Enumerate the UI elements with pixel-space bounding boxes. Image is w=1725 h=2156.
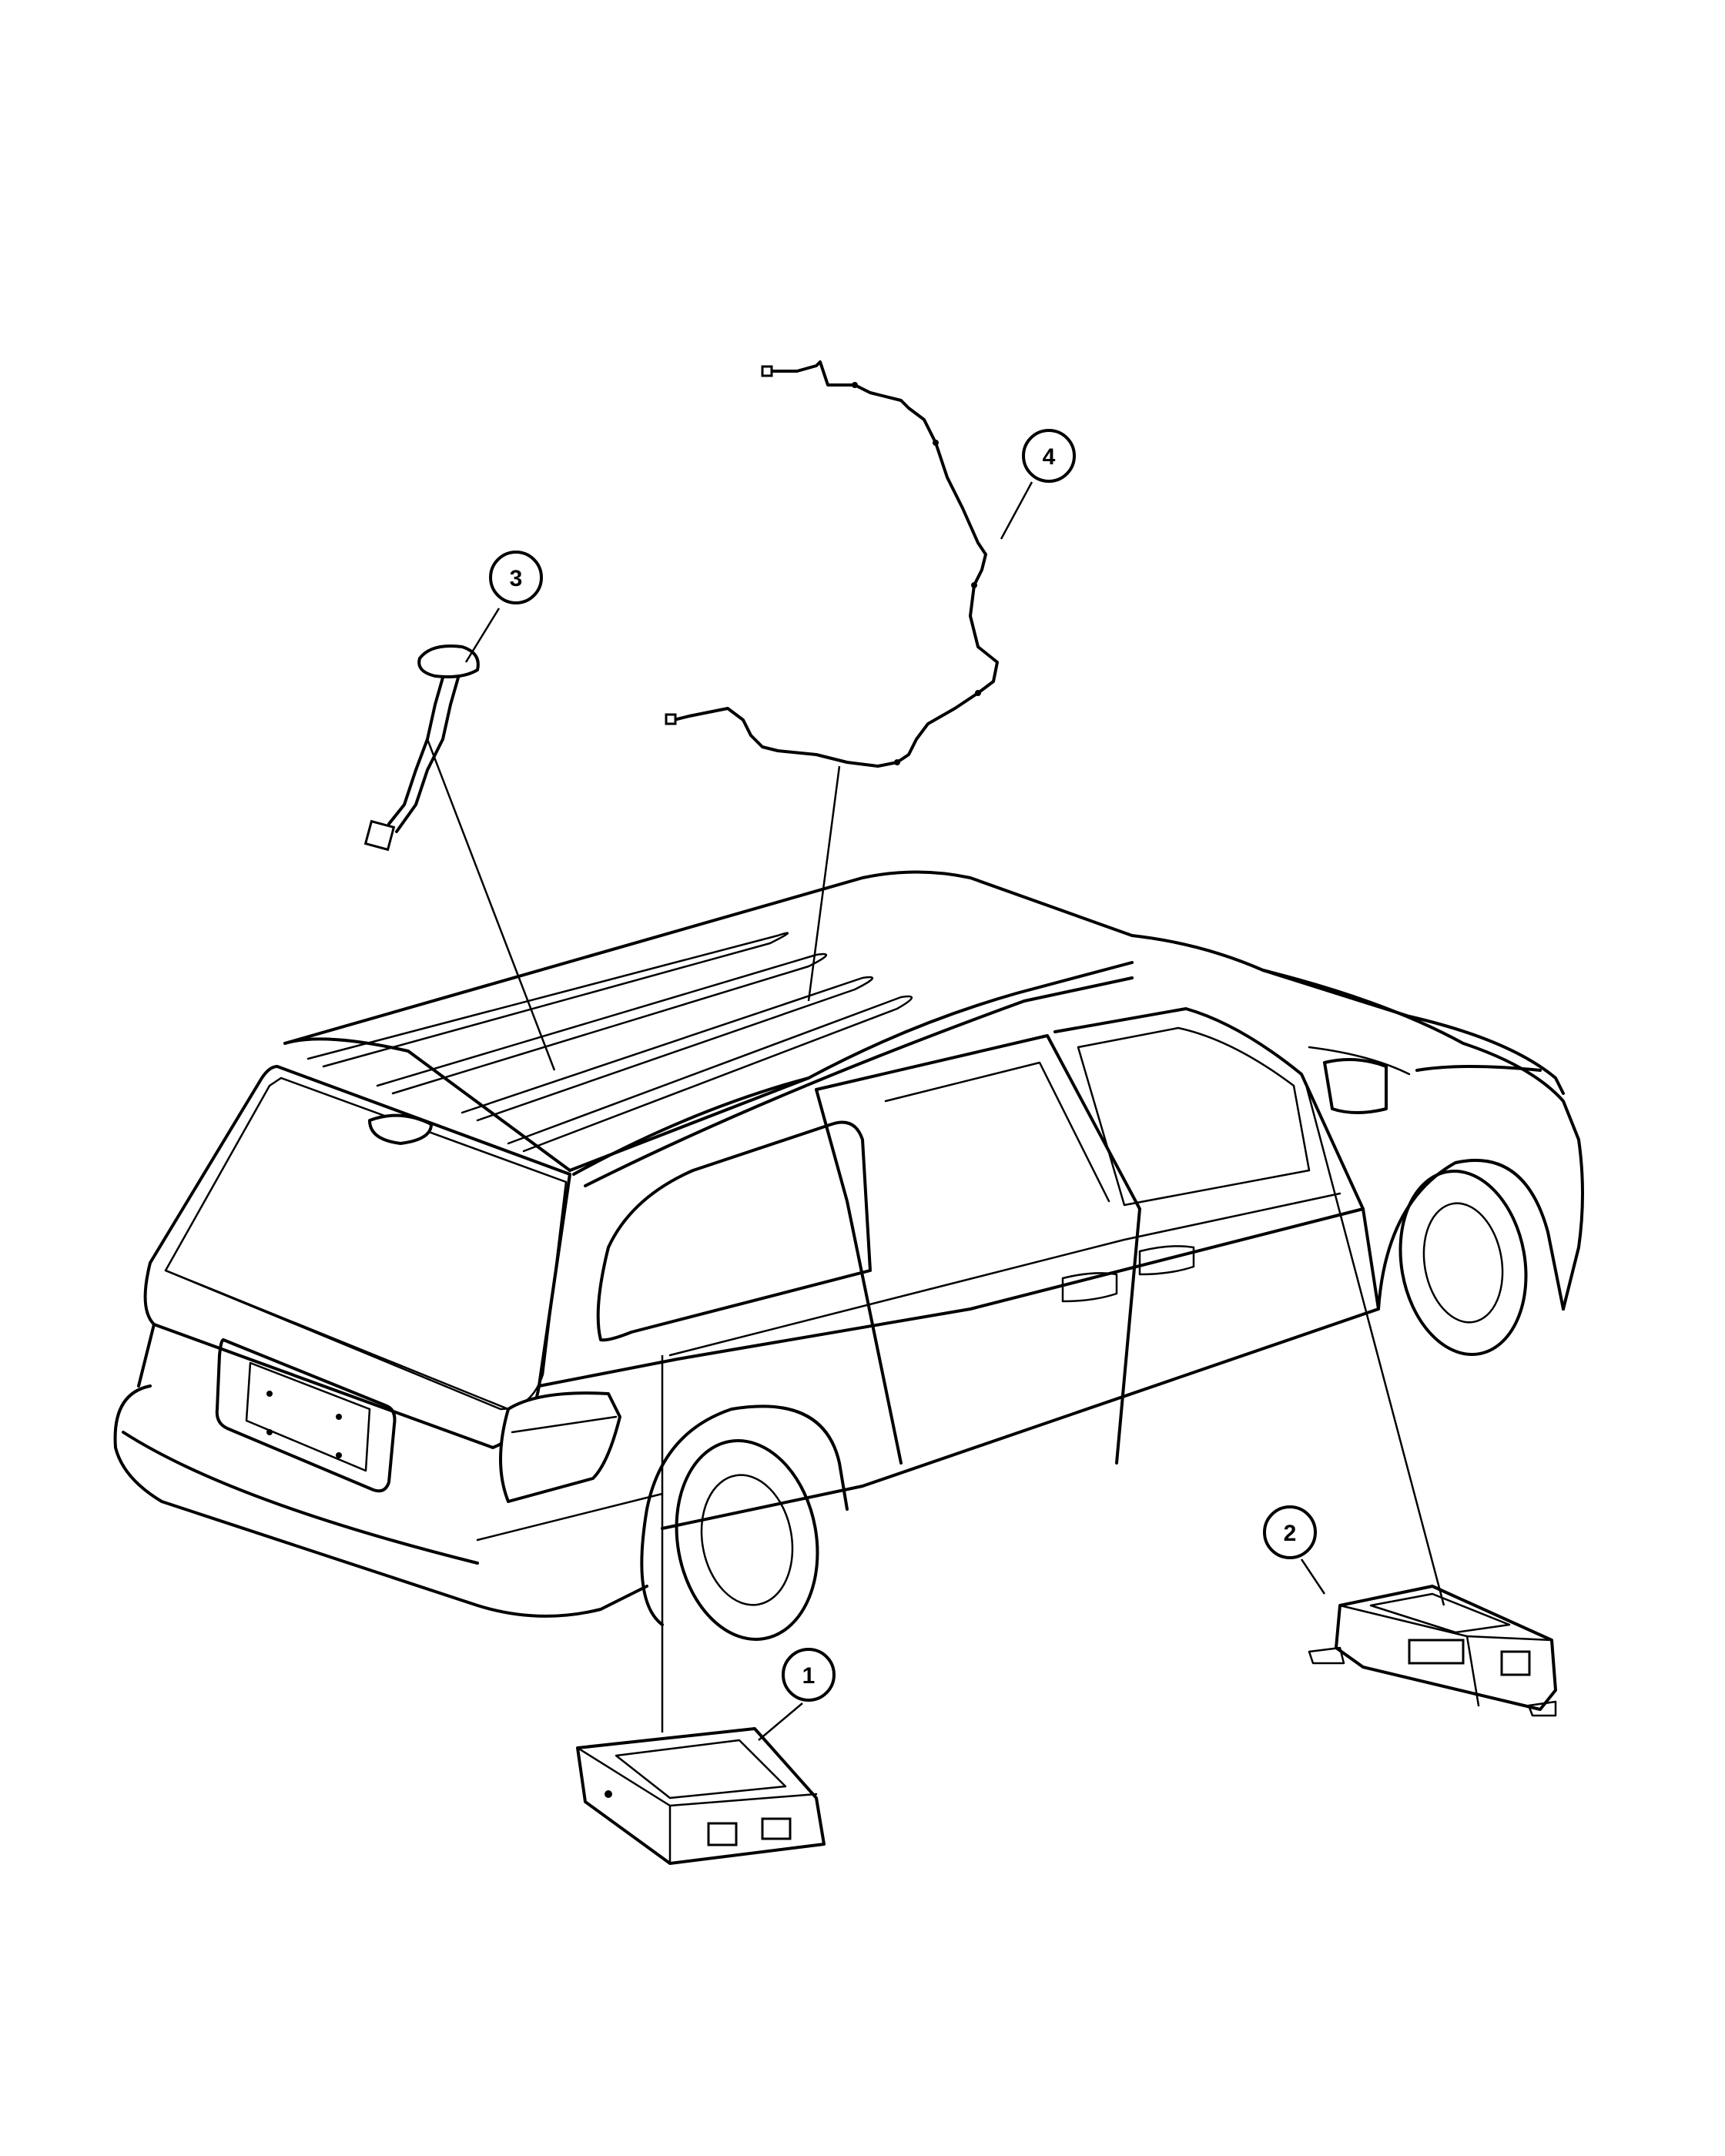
callout-3: 3 [489, 551, 543, 604]
satellite-antenna [363, 644, 480, 852]
leader-lines [426, 481, 1445, 1741]
callout-3-label: 3 [510, 566, 523, 591]
antenna-cable-harness [665, 360, 999, 768]
callout-4: 4 [1022, 429, 1076, 483]
callout-2: 2 [1263, 1505, 1317, 1559]
callout-2-label: 2 [1284, 1521, 1297, 1546]
minivan-illustration [113, 870, 1584, 1641]
callout-4-label: 4 [1043, 444, 1056, 470]
control-module [1308, 1585, 1557, 1717]
callout-1: 1 [782, 1648, 836, 1702]
callout-1-label: 1 [802, 1663, 816, 1689]
receiver-module [576, 1727, 826, 1865]
